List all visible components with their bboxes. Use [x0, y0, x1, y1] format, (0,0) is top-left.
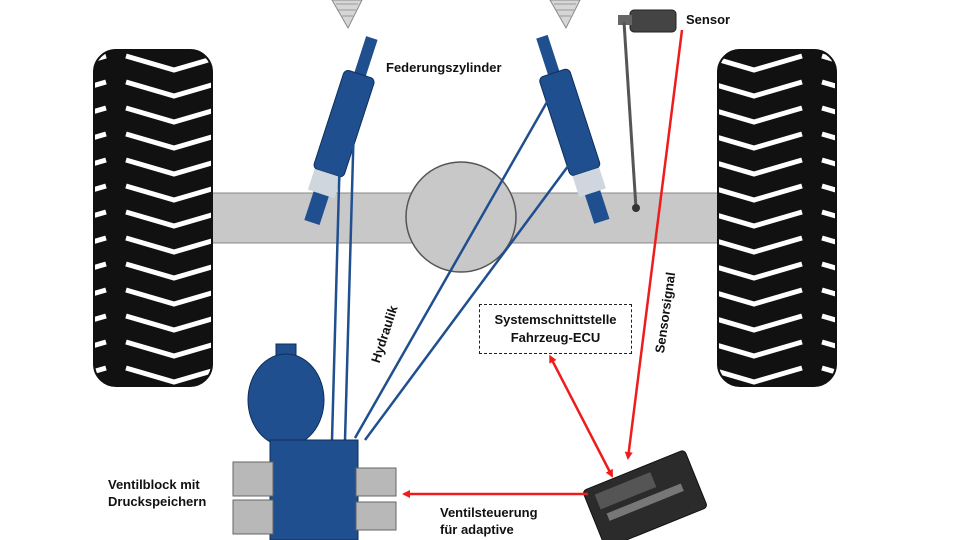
cylinder-right-icon	[536, 34, 610, 224]
cylinder-left-icon	[304, 36, 378, 225]
ecu-interface-box: Systemschnittstelle Fahrzeug-ECU	[479, 304, 632, 354]
ecu-unit-icon	[583, 450, 707, 540]
sensor-signal-arrow	[624, 29, 684, 460]
valve-block-label: Ventilblock mit Druckspeichern	[108, 476, 206, 510]
signal-lines	[402, 29, 684, 498]
differential-icon	[405, 161, 517, 273]
tire-right-icon	[717, 49, 837, 387]
height-sensor-icon	[618, 9, 677, 212]
valve-block-line2: Druckspeichern	[108, 494, 207, 509]
valve-block-line1: Ventilblock mit	[108, 477, 200, 492]
ecu-interface-line2: Fahrzeug-ECU	[510, 330, 601, 345]
accumulator-icon	[247, 343, 325, 447]
tire-left-icon	[93, 49, 213, 387]
ecu-interface-line1: Systemschnittstelle	[494, 312, 617, 327]
sensor-label: Sensor	[686, 12, 731, 27]
valve-control-label: Ventilsteuerung für adaptive	[440, 504, 538, 538]
valve-block-icon	[232, 439, 397, 540]
valve-control-line1: Ventilsteuerung	[440, 505, 538, 520]
mount-right-icon	[549, 0, 581, 30]
ecu-interface-arrow	[549, 354, 614, 478]
hydraulic-lines	[330, 84, 582, 441]
mount-left-icon	[331, 0, 363, 30]
valve-control-line2: für adaptive	[440, 522, 514, 537]
cylinder-label: Federungszylinder	[386, 60, 502, 75]
